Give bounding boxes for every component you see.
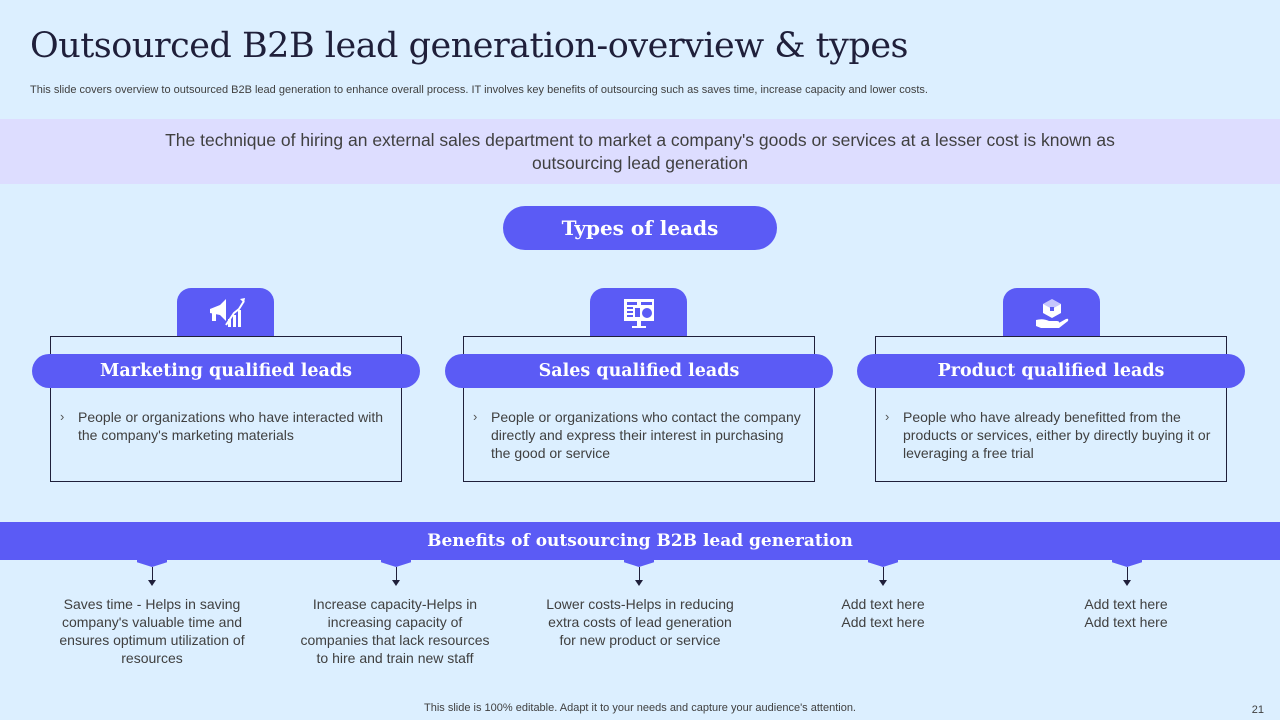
megaphone-growth-icon: [209, 298, 245, 327]
benefit-arrow-line: [1127, 567, 1128, 581]
arrow-down-icon: [879, 580, 887, 586]
benefit-notch: [137, 559, 167, 567]
card-title: Sales qualified leads: [445, 354, 833, 388]
arrow-down-icon: [148, 580, 156, 586]
types-of-leads-heading: Types of leads: [503, 206, 777, 250]
benefit-arrow-line: [639, 567, 640, 581]
benefit-increase-capacity: Increase capacity-Helps in increasing ca…: [300, 596, 490, 666]
benefit-placeholder: Add text here Add text here: [841, 596, 925, 630]
benefit-notch: [868, 559, 898, 567]
benefit-arrow-line: [152, 567, 153, 581]
arrow-down-icon: [635, 580, 643, 586]
benefits-heading: Benefits of outsourcing B2B lead generat…: [427, 531, 853, 551]
card-sales-qualified-leads: Sales qualified leads › People or organi…: [445, 288, 833, 484]
card-description-text: People or organizations who contact the …: [491, 409, 801, 461]
card-marketing-qualified-leads: Marketing qualified leads › People or or…: [32, 288, 420, 484]
card-icon-tab: [1003, 288, 1100, 338]
benefit-placeholder: Add text here Add text here: [1084, 596, 1168, 630]
card-title: Product qualified leads: [857, 354, 1245, 388]
arrow-down-icon: [392, 580, 400, 586]
bullet-chevron-icon: ›: [885, 409, 890, 424]
slide-title: Outsourced B2B lead generation-overview …: [30, 26, 909, 66]
bullet-chevron-icon: ›: [473, 409, 478, 424]
slide-subtitle: This slide covers overview to outsourced…: [30, 84, 928, 96]
definition-banner: The technique of hiring an external sale…: [0, 119, 1280, 184]
bullet-chevron-icon: ›: [60, 409, 65, 424]
card-description: › People or organizations who have inter…: [60, 408, 390, 444]
benefits-heading-bar: Benefits of outsourcing B2B lead generat…: [0, 522, 1280, 560]
benefit-notch: [1112, 559, 1142, 567]
card-description: › People or organizations who contact th…: [473, 408, 803, 462]
card-icon-tab: [177, 288, 274, 338]
card-description-text: People or organizations who have interac…: [78, 409, 384, 443]
benefit-arrow-line: [883, 567, 884, 581]
arrow-down-icon: [1123, 580, 1131, 586]
benefit-notch: [624, 559, 654, 567]
benefit-lower-costs: Lower costs-Helps in reducing extra cost…: [546, 596, 734, 648]
page-number: 21: [1251, 704, 1264, 716]
sales-dashboard-icon: [623, 299, 654, 328]
footer-note: This slide is 100% editable. Adapt it to…: [424, 702, 856, 714]
card-icon-tab: [590, 288, 687, 338]
card-description: › People who have already benefitted fro…: [885, 408, 1215, 462]
card-title: Marketing qualified leads: [32, 354, 420, 388]
benefit-saves-time: Saves time - Helps in saving company's v…: [59, 596, 245, 666]
card-product-qualified-leads: Product qualified leads › People who hav…: [857, 288, 1245, 484]
card-description-text: People who have already benefitted from …: [903, 409, 1211, 461]
benefit-arrow-line: [396, 567, 397, 581]
hand-product-icon: [1035, 299, 1068, 328]
benefit-notch: [381, 559, 411, 567]
definition-text: The technique of hiring an external sale…: [165, 129, 1115, 173]
